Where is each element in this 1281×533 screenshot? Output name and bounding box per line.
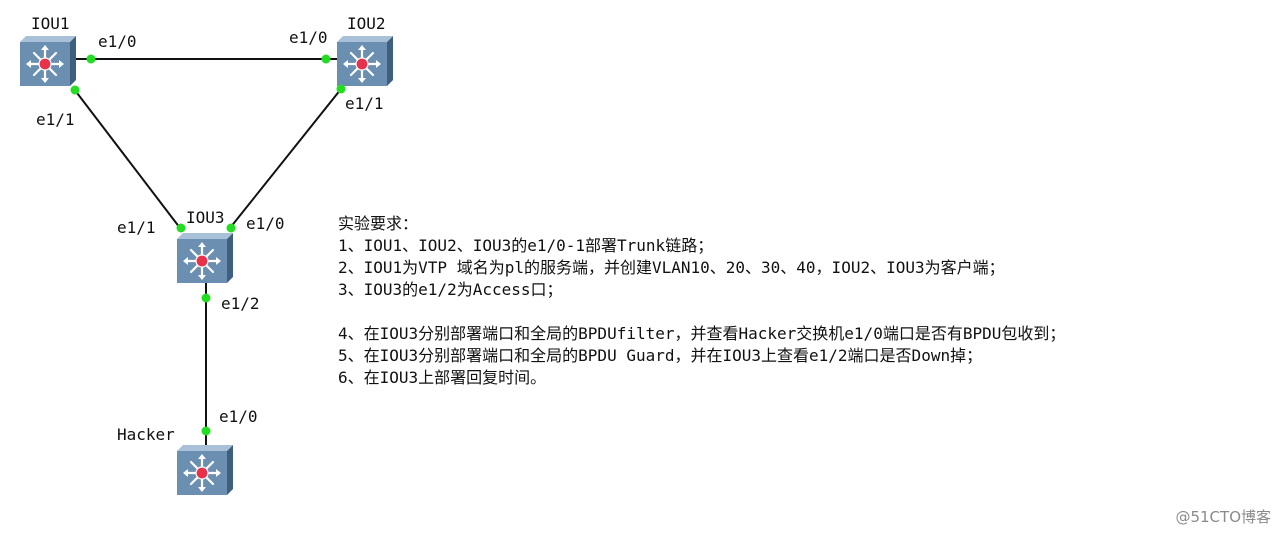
port-label-iou1-e11: e1/1 xyxy=(36,110,75,129)
node-label-iou2: IOU2 xyxy=(347,14,386,33)
port-dot-iou2-e11 xyxy=(336,84,346,94)
port-label-iou1-e10: e1/0 xyxy=(98,32,137,51)
port-dot-iou2-e10 xyxy=(321,54,331,64)
requirement-item: 3、IOU3的e1/2为Access口； xyxy=(338,280,563,299)
requirement-item: 6、在IOU3上部署回复时间。 xyxy=(338,368,547,387)
node-label-iou3: IOU3 xyxy=(186,208,225,227)
requirements-title: 实验要求： xyxy=(338,214,419,233)
requirement-item: 4、在IOU3分别部署端口和全局的BPDUfilter，并查看Hacker交换机… xyxy=(338,324,1066,343)
port-label-hacker-e10: e1/0 xyxy=(219,407,258,426)
port-label-iou3-e11: e1/1 xyxy=(117,218,156,237)
port-label-iou3-e10: e1/0 xyxy=(246,214,285,233)
requirement-item: 1、IOU1、IOU2、IOU3的e1/0-1部署Trunk链路； xyxy=(338,236,714,255)
switch-hacker[interactable] xyxy=(175,443,235,497)
port-dot-iou3-e11 xyxy=(176,223,186,233)
link-iou2-iou3 xyxy=(229,88,342,229)
port-dot-iou1-e11 xyxy=(70,85,80,95)
requirement-item: 2、IOU1为VTP 域名为pl的服务端，并创建VLAN10、20、30、40，… xyxy=(338,258,1005,277)
node-label-iou1: IOU1 xyxy=(31,14,70,33)
requirements-block: 实验要求： 1、IOU1、IOU2、IOU3的e1/0-1部署Trunk链路； … xyxy=(338,213,1065,389)
switch-iou1[interactable] xyxy=(18,34,78,88)
node-label-hacker: Hacker xyxy=(117,425,175,444)
switch-iou3[interactable] xyxy=(175,231,235,285)
port-dot-iou1-e10 xyxy=(86,54,96,64)
watermark: @51CTO博客 xyxy=(1175,508,1271,526)
requirements-spacer xyxy=(338,301,1065,323)
requirement-item: 5、在IOU3分别部署端口和全局的BPDU Guard，并在IOU3上查看e1/… xyxy=(338,346,983,365)
switch-iou2[interactable] xyxy=(335,34,395,88)
port-label-iou2-e11: e1/1 xyxy=(345,94,384,113)
port-dot-iou3-e12 xyxy=(201,293,211,303)
port-dot-iou3-e10 xyxy=(226,223,236,233)
port-dot-hacker-e10 xyxy=(201,426,211,436)
link-iou1-iou3 xyxy=(73,88,181,229)
port-label-iou3-e12: e1/2 xyxy=(221,294,260,313)
port-label-iou2-e10: e1/0 xyxy=(289,28,328,47)
